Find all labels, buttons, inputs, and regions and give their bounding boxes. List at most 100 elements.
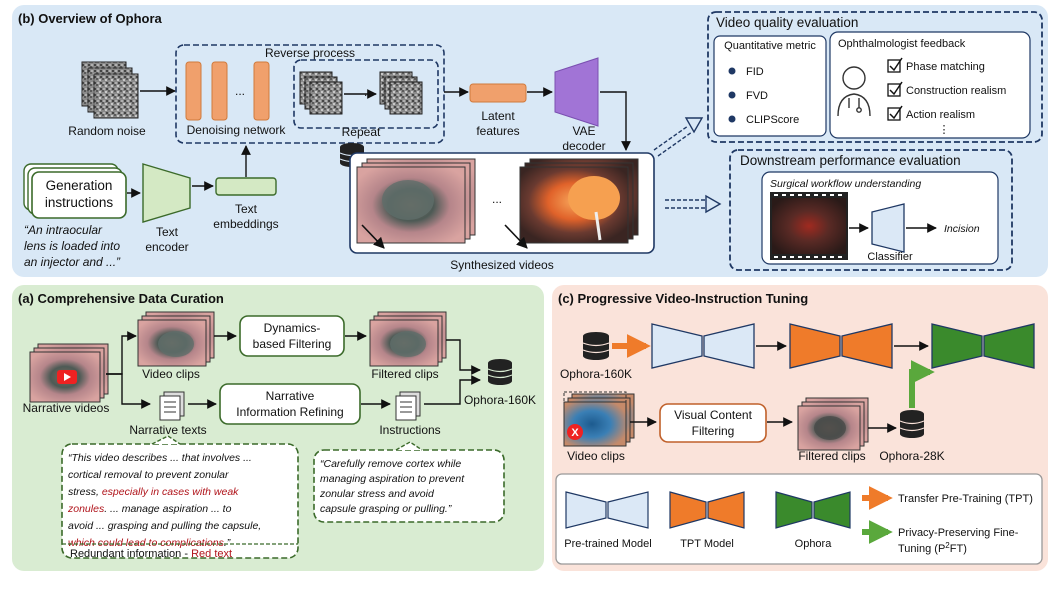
checkbox-icon — [887, 57, 903, 73]
denoising-ellipsis: ... — [235, 84, 245, 98]
random-noise-stack — [81, 61, 139, 119]
panel-c: (c) Progressive Video-Instruction Tuning… — [552, 285, 1048, 571]
legend-pretrained-encoder — [565, 491, 607, 529]
workflow-title: Surgical workflow understanding — [770, 178, 921, 190]
dynamics-filter-line1: Dynamics- — [264, 321, 321, 335]
legend-tpt-label: Transfer Pre-Training (TPT) — [898, 493, 1033, 505]
narrative-videos-thumb — [29, 343, 109, 403]
downstream-title: Downstream performance evaluation — [740, 153, 961, 168]
synthesized-videos-label: Synthesized videos — [450, 258, 553, 272]
narrative-quote-line5: avoid ... grasping and pulling the capsu… — [68, 520, 261, 532]
privacy-x-icon: X — [567, 424, 583, 440]
ophora-160k-label: Ophora-160K — [464, 393, 536, 407]
redundant-note: Redundant information - Red text — [70, 548, 232, 560]
panel-a: (a) Comprehensive Data Curation Narrativ… — [12, 285, 544, 571]
instruction-quote-line1: “Carefully remove cortex while — [320, 458, 461, 470]
feedback-phase-matching: Phase matching — [906, 61, 985, 73]
feedback-action-realism: Action realism — [906, 109, 975, 121]
repeat-noise-2 — [379, 71, 423, 115]
instruction-quote-line4: capsule grasping or pulling.” — [320, 503, 452, 515]
ophora-decoder — [983, 323, 1035, 369]
legend-ophora-decoder — [813, 491, 851, 529]
metric-bullet — [728, 91, 736, 99]
legend-tpt-decoder — [707, 491, 745, 529]
reverse-process-label: Reverse process — [265, 46, 355, 60]
metric-fid: FID — [746, 66, 764, 78]
text-encoder-line1: Text — [156, 225, 179, 239]
narrative-quote-line4: zonules. ... manage aspiration ... to — [67, 503, 232, 515]
instructions-doc-icon — [395, 391, 421, 421]
svg-text:X: X — [571, 427, 579, 439]
classifier-shape — [871, 203, 905, 253]
ophora-160k-c-label: Ophora-160K — [560, 367, 632, 381]
repeat-label: Repeat — [342, 125, 381, 139]
tpt-encoder — [789, 323, 841, 369]
feedback-box — [829, 31, 1031, 139]
quant-metric-box — [713, 35, 827, 137]
c-video-clips-label: Video clips — [567, 449, 625, 463]
video-quality-box — [707, 11, 1043, 143]
panel-b: (b) Overview of Ophora Random noise Reve… — [12, 5, 1048, 277]
panel-a-title: (a) Comprehensive Data Curation — [18, 291, 224, 306]
legend-ppft-line2: Tuning (P2FT) — [898, 541, 967, 556]
text-embeddings-line2: embeddings — [213, 217, 278, 231]
narrative-info-box — [219, 383, 361, 425]
random-noise-label: Random noise — [68, 124, 146, 138]
ophora-160k-database-icon — [487, 359, 513, 385]
narrative-videos-label: Narrative videos — [23, 401, 110, 415]
panel-c-title: (c) Progressive Video-Instruction Tuning — [558, 291, 808, 306]
instruction-quote-line3: zonular stress and avoid — [319, 488, 435, 500]
legend-tpt-encoder — [669, 491, 707, 529]
eval-arrow-right — [665, 194, 722, 214]
vae-decoder-line2: decoder — [562, 139, 605, 153]
visual-filter-line1: Visual Content — [674, 408, 752, 422]
feedback-more: ⋮ — [939, 124, 950, 136]
workflow-video-strip — [770, 192, 848, 260]
classifier-label: Classifier — [867, 251, 913, 263]
narrative-texts-label: Narrative texts — [129, 423, 206, 437]
legend-ophora-encoder — [775, 491, 813, 529]
incision-label: Incision — [944, 223, 980, 235]
checkbox-icon — [887, 81, 903, 97]
ophora-160k-c-database-icon — [582, 332, 610, 360]
narrative-info-line2: Information Refining — [236, 405, 343, 419]
pretrained-decoder — [703, 323, 755, 369]
latent-features-block — [469, 83, 527, 103]
visual-filter-line2: Filtering — [692, 424, 735, 438]
repeat-noise-1 — [299, 71, 343, 115]
metric-clipscore: CLIPScore — [746, 114, 799, 126]
feedback-title: Ophthalmologist feedback — [838, 38, 966, 50]
video-quality-title: Video quality evaluation — [716, 15, 858, 30]
metric-bullet — [728, 115, 736, 123]
narrative-quote-line6: which could lead to complications.” — [68, 537, 231, 549]
repeat-box — [293, 59, 439, 129]
c-filtered-clips-thumb — [797, 397, 869, 451]
eval-arrow-up — [653, 117, 704, 157]
metric-bullet — [728, 67, 736, 75]
ophora-encoder — [931, 323, 983, 369]
legend-pretrained-label: Pre-trained Model — [564, 538, 651, 550]
text-embeddings-line1: Text — [235, 202, 258, 216]
text-encoder-line2: encoder — [145, 240, 188, 254]
metric-fvd: FVD — [746, 90, 768, 102]
synth-video-2 — [519, 158, 639, 244]
video-clips-thumb — [137, 311, 215, 367]
text-encoder-shape — [142, 163, 191, 223]
vae-decoder-shape — [554, 57, 599, 127]
ophora-28k-database-icon — [899, 410, 925, 438]
latent-features-line2: features — [476, 124, 519, 138]
ppft-arrow — [909, 360, 935, 408]
dynamics-filter-box — [239, 315, 345, 357]
denoising-network-label: Denoising network — [187, 123, 287, 137]
ophora-28k-label: Ophora-28K — [879, 449, 944, 463]
repeat-ellipsis: ... — [364, 85, 374, 99]
downstream-box — [729, 149, 1013, 271]
synth-ellipsis: ... — [492, 192, 502, 206]
denoising-network — [185, 61, 270, 121]
vae-decoder-line1: VAE — [572, 124, 595, 138]
filtered-clips-thumb — [369, 311, 447, 367]
example-quote-line3: an injector and ...” — [24, 255, 121, 269]
generation-instructions-card — [23, 163, 127, 219]
latent-features-line1: Latent — [481, 109, 515, 123]
narrative-texts-doc-icon — [159, 391, 185, 421]
